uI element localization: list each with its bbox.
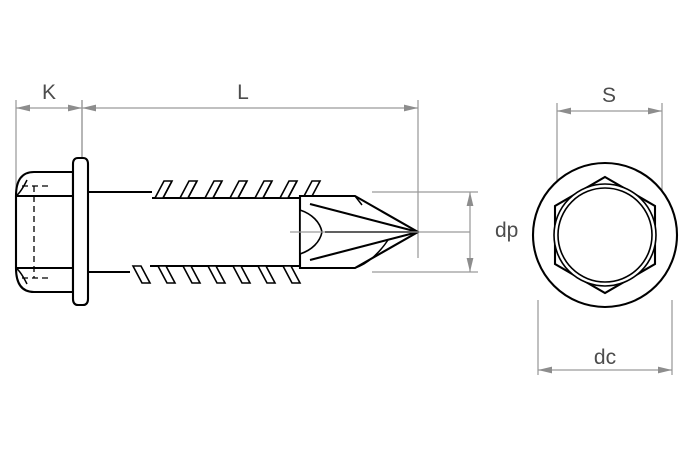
thread-flank: [162, 180, 173, 199]
end-view-hex-head: [531, 161, 679, 309]
thread-tooth-bottom: [281, 265, 302, 284]
thread-flank: [237, 180, 248, 199]
drill-point-flute-lower: [309, 230, 419, 262]
thread-tooth-bottom: [231, 265, 252, 284]
dimension-dp: dp: [372, 191, 518, 273]
dimension-S-arrow-left: [557, 107, 571, 115]
thread-tooth-bottom: [256, 265, 277, 284]
thread-tooth-top: [253, 180, 274, 199]
thread-flank: [187, 180, 198, 199]
dimension-L-arrow-left: [82, 104, 96, 112]
dimension-dc-arrow-left: [538, 366, 552, 374]
flange-collar: [71, 156, 90, 307]
dimension-S: S: [556, 84, 663, 200]
thread-crests-bottom: [131, 265, 302, 284]
hex-head-outline: [14, 170, 75, 294]
dimension-L-arrow-right: [404, 104, 418, 112]
hex-head-chamfer-arc-top: [15, 179, 28, 197]
thread-tooth-bottom: [181, 265, 202, 284]
thread-tooth-top: [203, 180, 224, 199]
dimension-dp-arrow-top: [466, 192, 474, 206]
side-view-screw: [14, 156, 470, 307]
hex-head-chamfer-arc-bottom: [15, 267, 28, 285]
dimension-S-label: S: [602, 84, 616, 107]
thread-tooth-bottom: [206, 265, 227, 284]
dimension-K-arrow-right: [68, 104, 82, 112]
dimension-L-label: L: [237, 81, 249, 104]
drill-point-web-line: [354, 239, 389, 269]
thread-flank-lines: [162, 180, 298, 199]
dimension-S-arrow-right: [648, 107, 662, 115]
dimension-dc-arrow-right: [658, 366, 672, 374]
thread-tooth-top: [153, 180, 174, 199]
thread-flank: [287, 180, 298, 199]
dimension-dc-label: dc: [594, 346, 616, 369]
thread-flank: [262, 180, 273, 199]
dimension-K-label: K: [42, 81, 56, 104]
thread-tooth-top: [178, 180, 199, 199]
dimension-dc: dc: [537, 300, 673, 375]
thread-flank: [212, 180, 223, 199]
thread-tooth-top: [228, 180, 249, 199]
dimension-dp-arrow-bottom: [466, 258, 474, 272]
thread-tooth-bottom: [156, 265, 177, 284]
drill-point-web-line: [354, 195, 363, 206]
drill-point-flute-upper: [309, 202, 419, 234]
dimension-K-arrow-left: [16, 104, 30, 112]
thread-tooth-bottom: [131, 265, 152, 284]
thread-tooth-top: [278, 180, 299, 199]
dimension-dp-label: dp: [495, 219, 518, 242]
hex-inscribed-circle-inner: [557, 187, 653, 283]
